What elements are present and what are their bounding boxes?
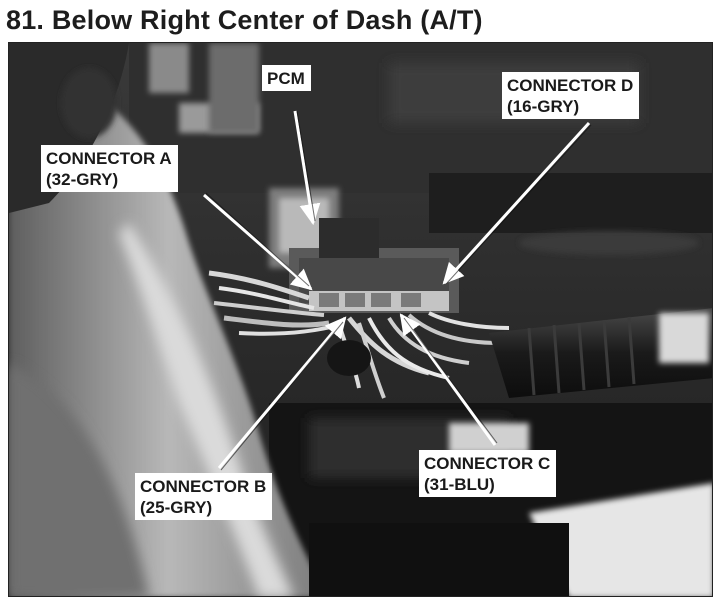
connector-d-name: CONNECTOR D bbox=[507, 76, 634, 95]
dashboard-photo: PCM CONNECTOR A (32-GRY) CONNECTOR D (16… bbox=[8, 42, 713, 597]
connector-a-name: CONNECTOR A bbox=[46, 149, 172, 168]
under-dash-scene bbox=[9, 43, 712, 596]
connector-c-name: CONNECTOR C bbox=[424, 454, 551, 473]
pcm-label: PCM bbox=[262, 65, 311, 91]
connector-a-spec: (32-GRY) bbox=[46, 170, 119, 189]
connector-d-label: CONNECTOR D (16-GRY) bbox=[502, 72, 640, 119]
connector-b-spec: (25-GRY) bbox=[140, 498, 213, 517]
connector-b-name: CONNECTOR B bbox=[140, 477, 267, 496]
connector-d-spec: (16-GRY) bbox=[507, 97, 580, 116]
figure-title: 81. Below Right Center of Dash (A/T) bbox=[6, 5, 483, 35]
connector-c-spec: (31-BLU) bbox=[424, 475, 495, 494]
pcm-label-text: PCM bbox=[267, 69, 305, 88]
connector-c-label: CONNECTOR C (31-BLU) bbox=[419, 450, 557, 497]
connector-a-label: CONNECTOR A (32-GRY) bbox=[41, 145, 178, 192]
connector-b-label: CONNECTOR B (25-GRY) bbox=[135, 473, 273, 520]
